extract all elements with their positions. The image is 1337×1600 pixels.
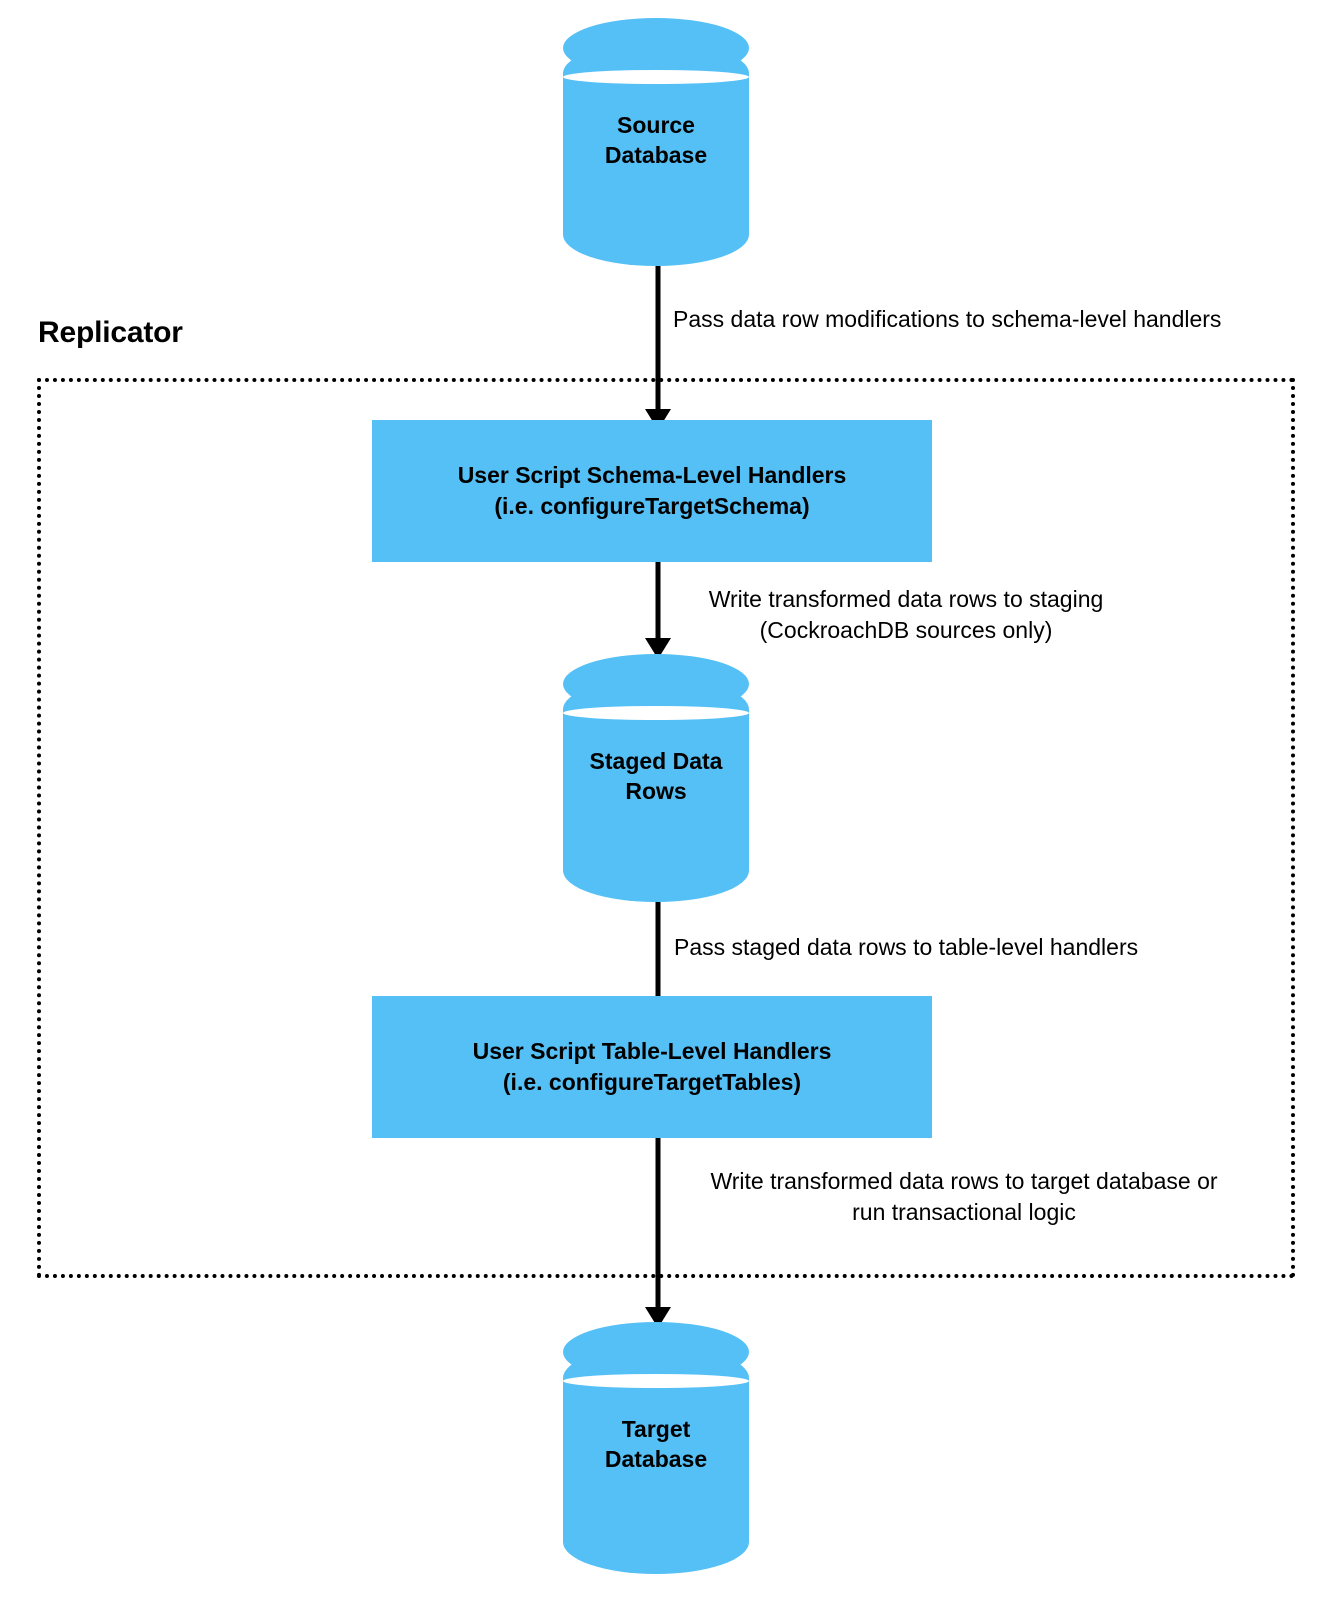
edge-staged-to-table-label: Pass staged data rows to table-level han…	[674, 934, 1139, 960]
arrow-head	[645, 638, 671, 659]
edge-table-to-target-arrow	[645, 1138, 671, 1328]
edge-source-to-schema-label: Pass data row modifications to schema-le…	[673, 306, 1222, 332]
cylinder-top-ellipse	[563, 1322, 749, 1382]
node-schema-level-handlers: User Script Schema-Level Handlers (i.e. c…	[372, 420, 932, 562]
node-label-line2: (i.e. configureTargetTables)	[502, 1069, 802, 1095]
node-label-line1: Target	[621, 1416, 691, 1442]
cylinder-rim-gap	[563, 1374, 749, 1388]
node-label: User Script Schema-Level Handlers (i.e. c…	[458, 460, 847, 522]
replicator-boundary-box	[37, 378, 1295, 1278]
cylinder-rim-gap	[563, 70, 749, 84]
node-label-line1: Source	[617, 112, 695, 138]
cylinder-rim-gap	[563, 706, 749, 720]
node-table-level-handlers: User Script Table-Level Handlers (i.e. co…	[372, 996, 932, 1138]
node-label-line1: Staged Data	[589, 748, 723, 774]
edge-source-to-schema-arrow	[645, 266, 671, 430]
arrow-shaft	[655, 266, 661, 411]
node-label-line2: Database	[604, 1446, 708, 1473]
cylinder-top-ellipse	[563, 18, 749, 78]
node-label-line2: (i.e. configureTargetSchema)	[494, 493, 810, 519]
node-label: User Script Table-Level Handlers (i.e. co…	[473, 1036, 832, 1098]
arrow-shaft	[655, 1138, 661, 1309]
node-label-line1: User Script Table-Level Handlers	[472, 1038, 832, 1065]
arrow-shaft	[655, 902, 661, 998]
edge-table-to-target-label: Write transformed data rows to target da…	[710, 1168, 1218, 1226]
node-label-line2: Database	[604, 142, 708, 169]
node-label-line1: User Script Schema-Level Handlers	[457, 462, 847, 489]
edge-schema-to-staged-arrow	[645, 562, 671, 660]
arrow-shaft	[655, 562, 661, 640]
cylinder-top-ellipse	[563, 654, 749, 714]
edge-schema-to-staged-label: Write transformed data rows to staging (…	[708, 586, 1104, 644]
replicator-boundary-label: Replicator	[38, 316, 183, 349]
node-label-line2: Rows	[625, 778, 687, 805]
